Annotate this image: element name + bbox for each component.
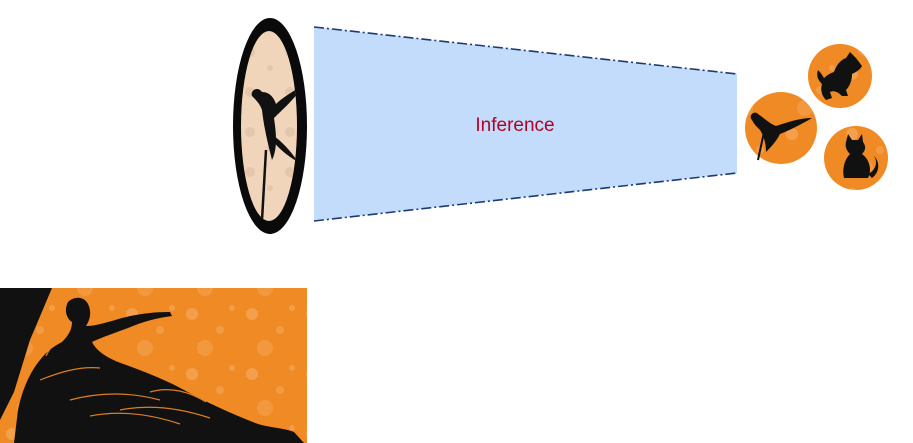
- beam-bottom-edge: [313, 172, 738, 222]
- oval-lens-icon: [233, 18, 307, 234]
- beam-top-edge: [313, 26, 738, 75]
- inference-label: Inference: [475, 115, 554, 136]
- candidate-cat-icon: [824, 126, 888, 190]
- reclining-figure-scene-icon: [0, 288, 307, 443]
- observed-bird-icon: [251, 86, 297, 221]
- candidate-bird-icon: [745, 92, 817, 164]
- inference-beam: [314, 27, 737, 221]
- candidate-dog-icon: [808, 44, 872, 108]
